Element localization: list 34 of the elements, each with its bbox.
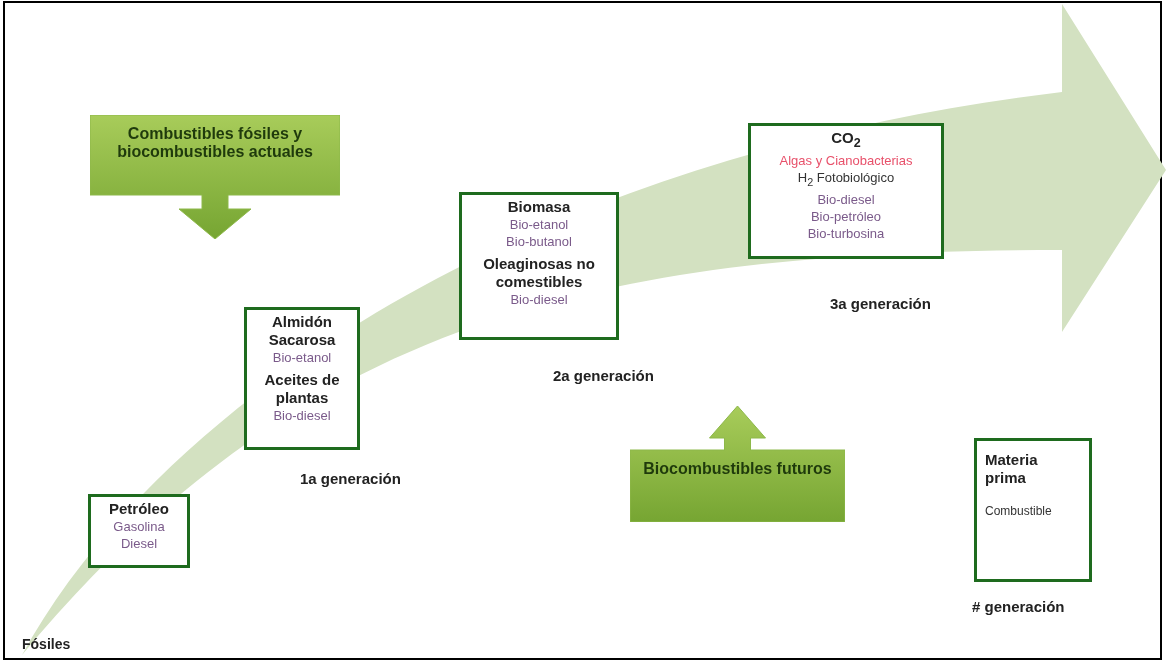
item-text: Bio-diesel <box>509 291 569 308</box>
callout-arrow-box <box>630 406 845 522</box>
process-box <box>88 494 190 568</box>
start-label: Fósiles <box>22 636 71 652</box>
generation-label: 1a generación <box>300 470 401 487</box>
item-text: Diesel <box>119 535 159 552</box>
generation-label: 3a generación <box>830 295 931 312</box>
item-text: Gasolina <box>112 518 166 535</box>
heading-text: Almidón Sacarosa <box>267 313 337 349</box>
item-text: Combustible <box>985 503 1053 520</box>
item-text: Bio-butanol <box>505 233 573 250</box>
item-text: Bio-diesel <box>816 190 876 208</box>
process-box <box>244 307 360 450</box>
heading-text: Oleaginosas no comestibles <box>482 255 596 291</box>
heading-text: Petróleo <box>108 500 170 518</box>
heading-text: Biomasa <box>506 198 572 216</box>
item-text: Bio-petróleo <box>809 207 883 225</box>
callout-text: Biocombustibles futuros <box>642 460 833 478</box>
process-box <box>974 438 1092 582</box>
generation-label: 2a generación <box>553 367 654 384</box>
callout-text: Combustibles fósiles y biocombustibles actuales <box>116 125 314 161</box>
process-box <box>459 192 619 340</box>
process-box <box>748 123 944 259</box>
item-text: Bio-diesel <box>272 407 332 424</box>
item-text: Bio-turbosina <box>806 224 886 242</box>
item-text: Bio-etanol <box>508 216 570 233</box>
heading-text: CO$_{2}$ <box>830 129 862 152</box>
item-text: H$_{2}$ Fotobiológico <box>796 169 896 190</box>
generation-label: # generación <box>972 598 1065 615</box>
item-text: Bio-etanol <box>271 349 333 366</box>
item-text: Algas y Cianobacterias <box>778 152 914 169</box>
heading-text: Aceites de plantas <box>263 371 341 407</box>
callout-arrow-box <box>90 115 340 239</box>
heading-text: Materia prima <box>985 451 1039 487</box>
